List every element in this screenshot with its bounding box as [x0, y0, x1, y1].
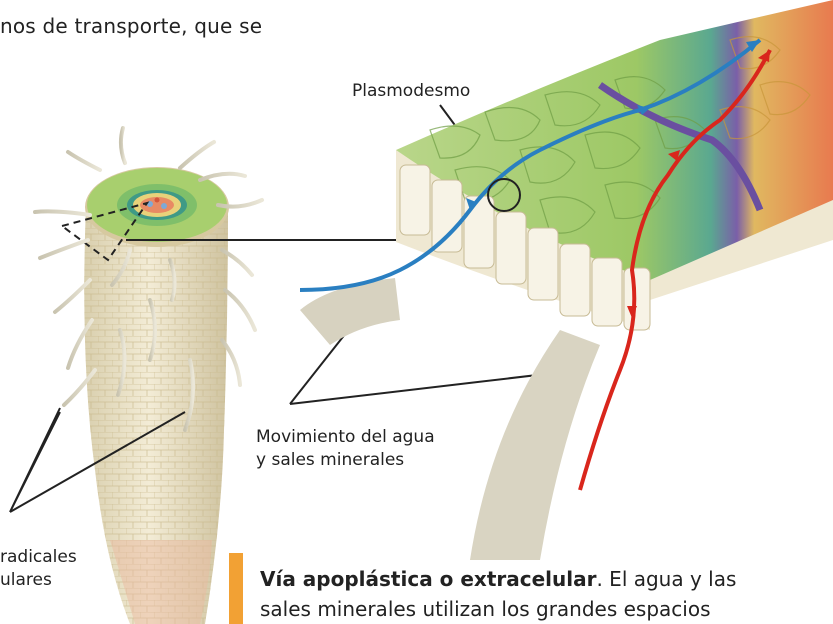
note-accent-bar: [229, 553, 243, 624]
note-text: . El agua y las: [596, 567, 736, 591]
note-line2: sales minerales utilizan los grandes esp…: [260, 594, 736, 624]
label-water-movement-line1: Movimiento del agua: [256, 426, 435, 449]
label-plasmodesmo: Plasmodesmo: [352, 80, 470, 103]
label-water-movement: Movimiento del agua y sales minerales: [256, 426, 435, 472]
apoplastic-note: Vía apoplástica o extracelular. El agua …: [260, 564, 736, 624]
label-water-movement-line2: y sales minerales: [256, 449, 435, 472]
label-root-hairs-line1: radicales: [0, 546, 77, 569]
label-root-hairs: radicales ulares: [0, 546, 77, 592]
label-root-hairs-line2: ulares: [0, 569, 77, 592]
paragraph-fragment: nos de transporte, que se: [0, 14, 262, 38]
note-heading: Vía apoplástica o extracelular: [260, 567, 596, 591]
